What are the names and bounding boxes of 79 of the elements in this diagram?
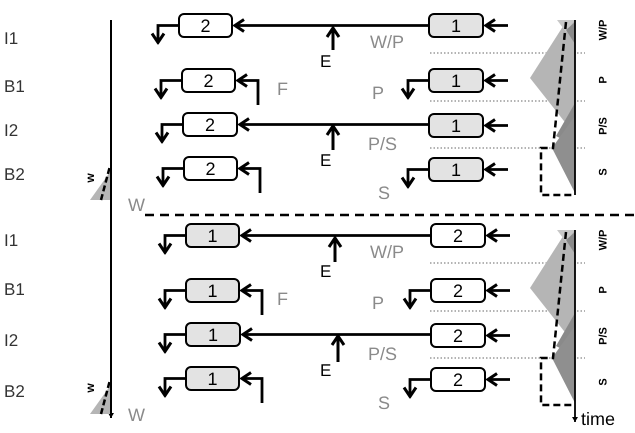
signal-label: P/S	[368, 345, 398, 363]
arrow	[484, 18, 508, 33]
signal-label: W/P	[370, 33, 404, 51]
arrow	[400, 79, 428, 99]
arrow	[402, 378, 430, 398]
arrow	[158, 234, 185, 254]
phase-label: P/S	[598, 327, 610, 345]
signal-label: P	[372, 294, 384, 312]
process-box: 1	[185, 278, 240, 303]
arrow	[240, 228, 430, 243]
process-box: 2	[183, 156, 238, 181]
process-box: 2	[430, 223, 486, 248]
row-label: B1	[4, 78, 25, 95]
process-box: 2	[430, 323, 486, 348]
signal-label: E	[320, 152, 332, 169]
arrow	[484, 118, 508, 133]
arrow	[238, 161, 262, 193]
arrow	[240, 283, 264, 315]
axis-label: w	[84, 173, 96, 183]
phase-label: P	[598, 76, 610, 84]
arrow	[486, 372, 510, 387]
process-box: 1	[428, 113, 484, 138]
arrow	[158, 377, 185, 397]
process-box: 2	[182, 112, 238, 137]
row-label: B2	[4, 166, 25, 183]
signal-label: E	[320, 263, 332, 280]
process-box: 1	[185, 322, 241, 347]
arrow	[158, 289, 185, 309]
process-box: 2	[178, 13, 233, 38]
process-box: 1	[185, 366, 240, 391]
arrow	[242, 327, 430, 342]
signal-label: P	[372, 84, 384, 102]
signal-label: W	[128, 196, 145, 214]
process-box: 1	[185, 223, 240, 248]
phase-label: W/P	[598, 20, 610, 40]
arrow	[154, 79, 181, 99]
arrow	[234, 18, 428, 33]
arrow	[236, 73, 260, 105]
arrow	[486, 283, 510, 298]
process-box: 2	[430, 367, 486, 392]
signal-label: E	[320, 362, 332, 379]
process-box: 1	[428, 157, 484, 182]
signal-label: F	[277, 80, 288, 98]
axis-label: time	[581, 410, 616, 428]
process-box: 2	[430, 278, 486, 303]
phase-label: P	[598, 286, 610, 294]
phase-label: W/P	[598, 230, 610, 250]
arrow	[150, 24, 178, 44]
arrow	[158, 333, 185, 353]
axis-label: w	[84, 383, 96, 393]
arrow	[484, 73, 508, 88]
arrow	[156, 167, 183, 187]
arrow	[484, 162, 508, 177]
row-label: I1	[4, 30, 18, 47]
arrow	[240, 371, 264, 403]
signal-label: E	[320, 53, 332, 70]
signal-label: F	[277, 290, 288, 308]
process-box: 1	[428, 13, 484, 38]
arrow	[486, 228, 510, 243]
signal-label: W	[128, 406, 145, 424]
arrow	[400, 168, 428, 188]
row-label: I1	[4, 232, 18, 249]
signal-label: S	[378, 184, 390, 202]
arrow	[486, 328, 510, 343]
signal-label: P/S	[368, 135, 398, 153]
row-label: B2	[4, 383, 25, 400]
row-label: I2	[4, 332, 18, 349]
arrow	[154, 123, 182, 143]
arrow	[238, 117, 428, 132]
signal-label: S	[378, 394, 390, 412]
process-box: 1	[428, 68, 484, 93]
process-box: 2	[181, 68, 236, 93]
phase-label: P/S	[598, 117, 610, 135]
arrow	[402, 289, 430, 309]
row-label: B1	[4, 281, 25, 298]
phase-label: S	[598, 378, 610, 386]
phase-label: S	[598, 168, 610, 176]
signal-label: W/P	[370, 243, 404, 261]
row-label: I2	[4, 122, 18, 139]
